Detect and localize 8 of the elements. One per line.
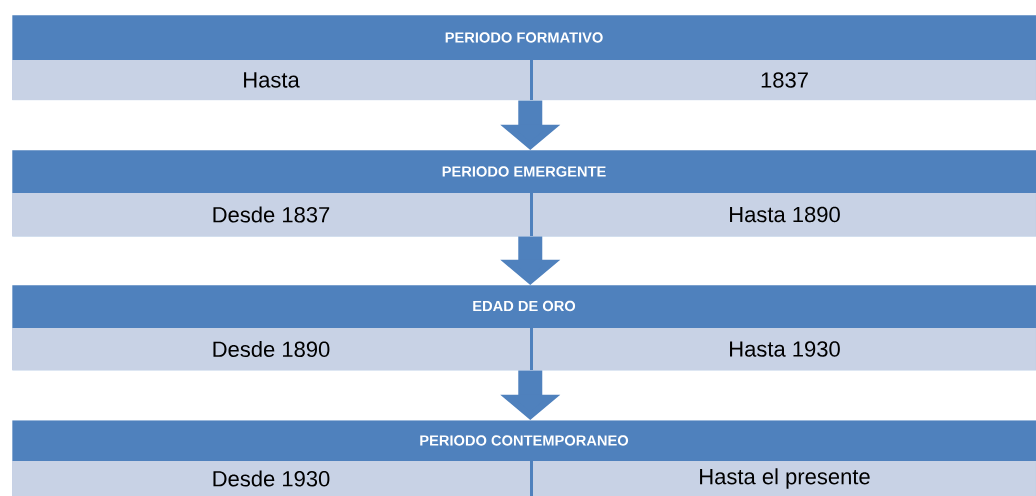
table-cell: 1837 xyxy=(533,60,1036,100)
table-cell: Hasta xyxy=(12,60,530,100)
table-cell: Desde 1930 xyxy=(12,461,530,496)
table-cell: Hasta 1930 xyxy=(533,328,1036,370)
table-cell: Desde 1837 xyxy=(12,193,530,236)
table-cell: Desde 1890 xyxy=(12,328,530,370)
table-cell: Hasta el presente xyxy=(533,461,1036,496)
table-cell: Hasta 1890 xyxy=(533,193,1036,236)
